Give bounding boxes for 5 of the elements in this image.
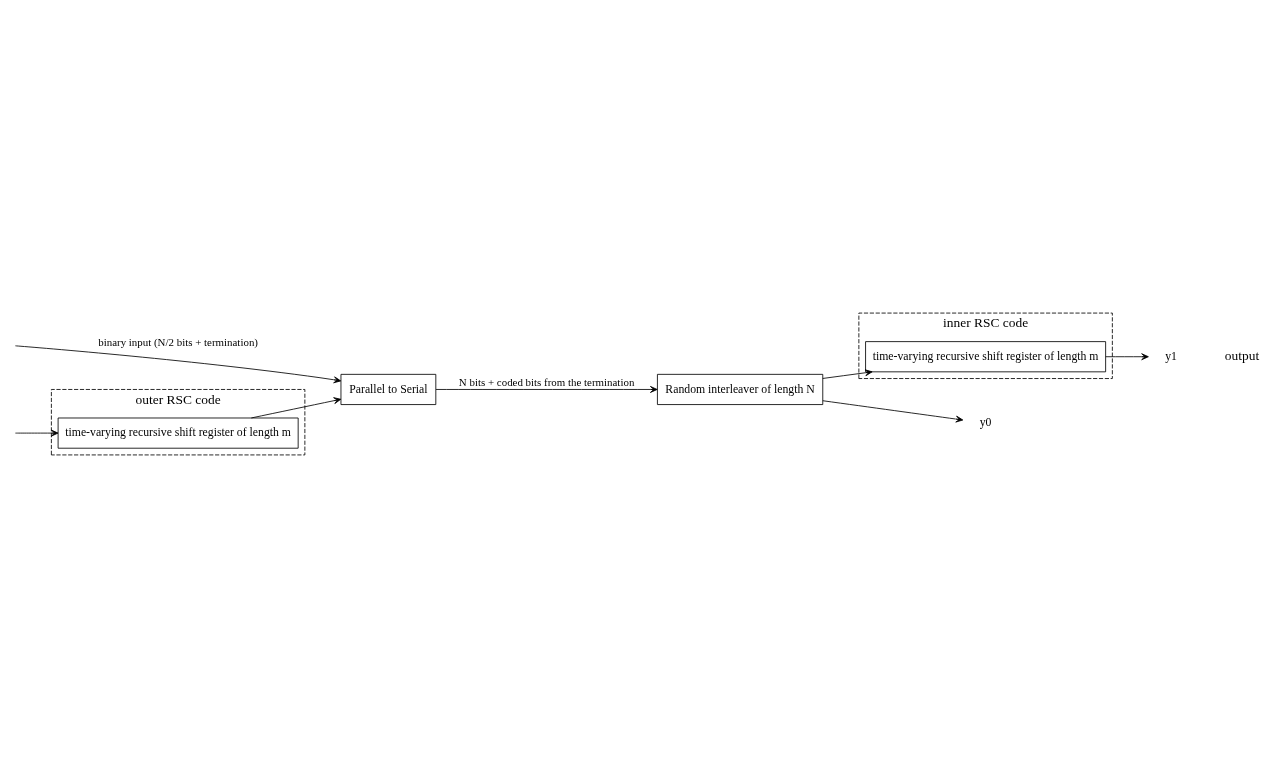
edge-label: binary input (N/2 bits + termination)	[98, 335, 258, 348]
node-text: y1	[1165, 349, 1177, 363]
node-text: y0	[979, 415, 992, 429]
label: output	[1224, 347, 1260, 363]
edge-label: N bits + coded bits from the termination	[458, 375, 635, 388]
